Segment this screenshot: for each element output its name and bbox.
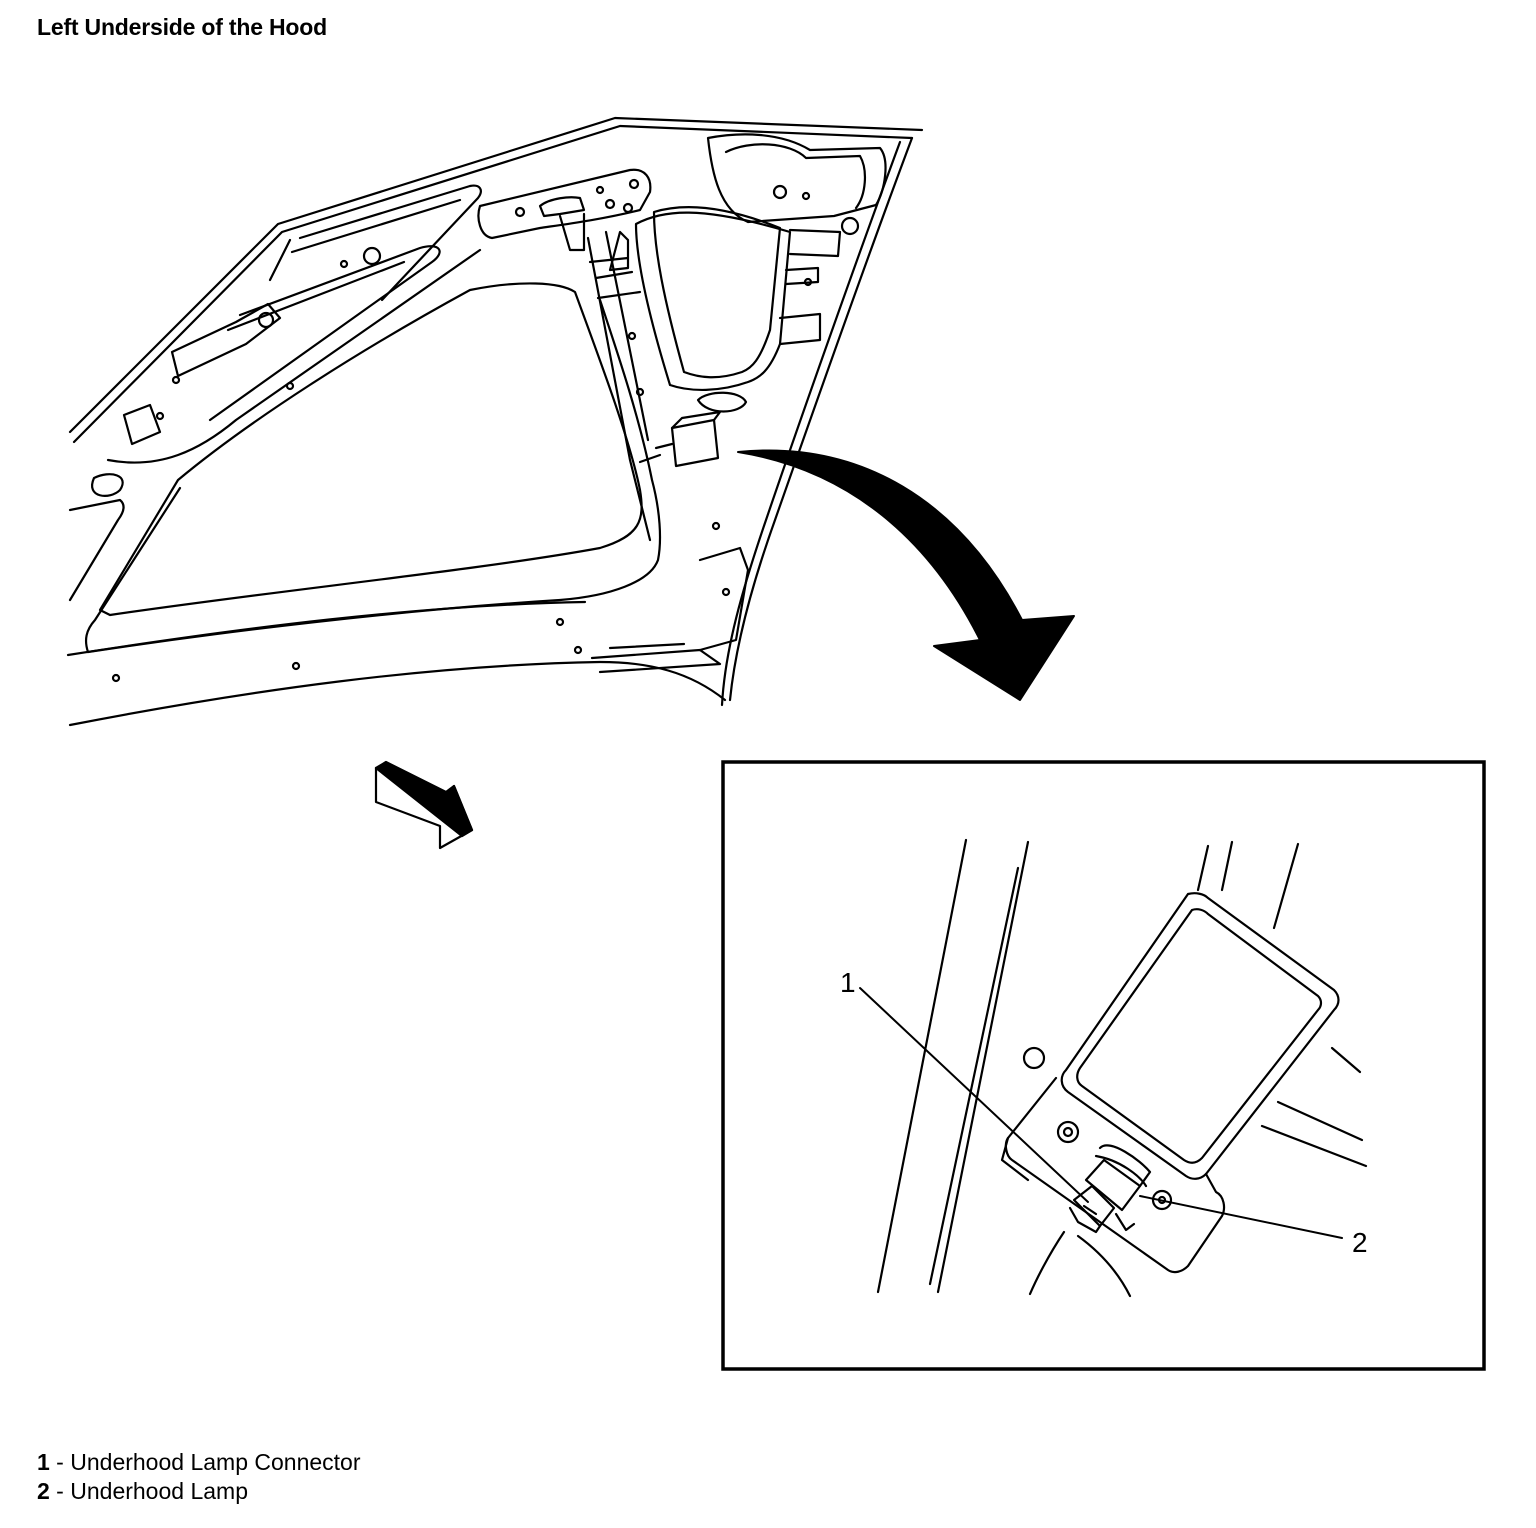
parts-legend: 1 - Underhood Lamp Connector 2 - Underho… bbox=[37, 1448, 361, 1506]
u-channel bbox=[634, 206, 792, 392]
callout-2: 2 bbox=[1352, 1227, 1368, 1258]
lamp-connector bbox=[1084, 1158, 1142, 1212]
callout-1: 1 bbox=[840, 967, 856, 998]
leader-line-1 bbox=[859, 987, 1089, 1203]
latch-bracket bbox=[477, 168, 652, 272]
hood-outline bbox=[66, 116, 924, 727]
zoom-arrow-icon bbox=[737, 449, 1075, 701]
mounting-holes bbox=[111, 178, 860, 683]
underhood-lamp-on-hood bbox=[654, 391, 748, 468]
hinge-pocket bbox=[706, 133, 887, 346]
bottom-bracket bbox=[590, 546, 750, 674]
central-panel bbox=[84, 282, 662, 654]
detail-inset: 1 2 bbox=[721, 760, 1486, 1371]
detail-frame bbox=[721, 760, 1486, 1371]
legend-label: Underhood Lamp Connector bbox=[70, 1449, 361, 1475]
right-rail bbox=[586, 230, 662, 542]
leader-line-2 bbox=[1139, 1195, 1343, 1239]
left-channel bbox=[68, 184, 482, 602]
lamp-lens bbox=[1076, 908, 1323, 1164]
legend-item: 2 - Underhood Lamp bbox=[37, 1477, 361, 1506]
legend-number: 2 bbox=[37, 1478, 50, 1504]
legend-item: 1 - Underhood Lamp Connector bbox=[37, 1448, 361, 1477]
legend-separator: - bbox=[49, 1449, 71, 1475]
front-direction-arrow-icon bbox=[374, 760, 474, 850]
legend-separator: - bbox=[49, 1478, 71, 1504]
legend-number: 1 bbox=[37, 1449, 50, 1475]
legend-label: Underhood Lamp bbox=[70, 1478, 248, 1504]
diagram-title: Left Underside of the Hood bbox=[37, 14, 327, 40]
